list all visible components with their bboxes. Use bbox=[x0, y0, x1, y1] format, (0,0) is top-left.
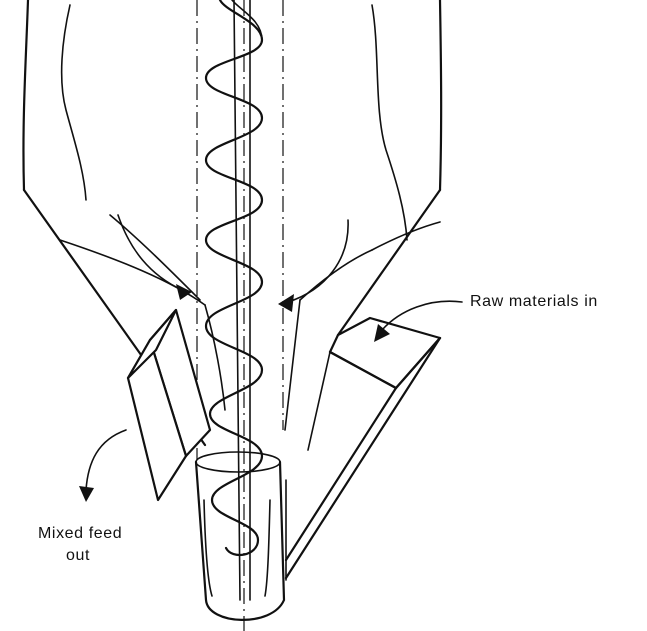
mixed-feed-label-line1: Mixed feed bbox=[38, 525, 122, 542]
hopper-cone bbox=[24, 190, 440, 445]
inlet-chute bbox=[286, 318, 440, 580]
flow-arrow-left bbox=[118, 215, 192, 300]
mixed-feed-label-line2: out bbox=[66, 547, 90, 564]
raw-materials-label: Raw materials in bbox=[470, 293, 598, 310]
flow-arrow-right bbox=[278, 220, 348, 312]
hopper-upper-section bbox=[23, 0, 441, 240]
mixed-feed-arrow bbox=[79, 430, 126, 502]
